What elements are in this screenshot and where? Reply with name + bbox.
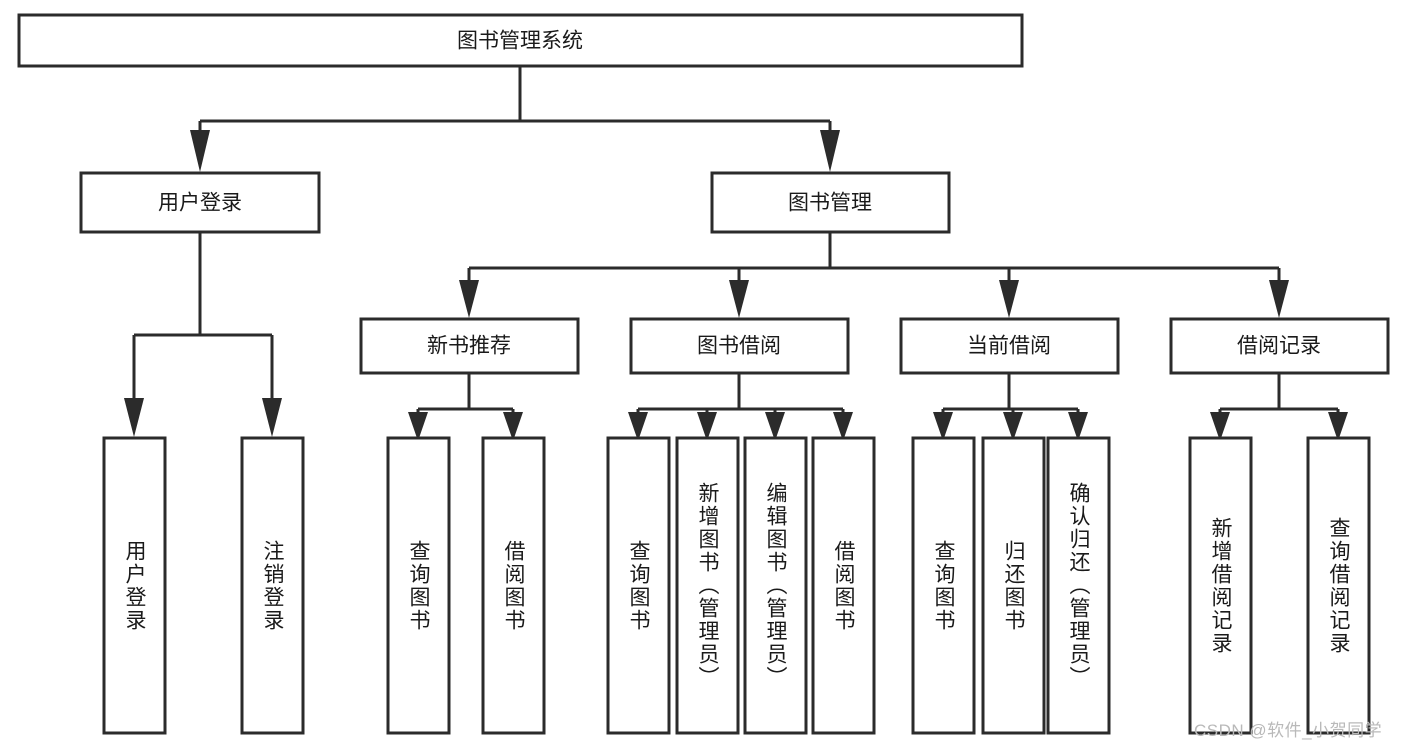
node-book-borrow-label: 图书借阅 bbox=[697, 335, 781, 358]
arrow-head-leaf-query-book-1 bbox=[408, 412, 428, 441]
node-user-login-label: 用户登录 bbox=[158, 192, 242, 215]
node-leaf-query-book-3-box[interactable] bbox=[911, 436, 976, 735]
node-book-management[interactable]: 图书管理 bbox=[710, 171, 951, 234]
arrow-head-leaf-return-book bbox=[1003, 412, 1023, 441]
node-new-book-recommend-label: 新书推荐 bbox=[427, 335, 511, 358]
node-leaf-add-book-box[interactable] bbox=[675, 436, 740, 735]
arrow-head-leaf-query-book-3 bbox=[933, 412, 953, 441]
node-layer: 图书管理系统 用户登录 图书管理 新书推荐 图书借阅 当前 bbox=[17, 13, 1390, 735]
node-current-borrow-label: 当前借阅 bbox=[967, 335, 1051, 358]
node-leaf-query-record-box[interactable] bbox=[1306, 436, 1371, 735]
arrow-head-leaf-borrow-book-2 bbox=[833, 412, 853, 441]
node-borrow-record-label: 借阅记录 bbox=[1237, 335, 1321, 358]
arrow-head-user-login bbox=[190, 130, 210, 172]
arrow-head-leaf-user-logout bbox=[262, 398, 282, 437]
arrow-head-leaf-query-record bbox=[1328, 412, 1348, 441]
node-leaf-add-record-box[interactable] bbox=[1188, 436, 1253, 735]
node-leaf-query-book-2-box[interactable] bbox=[606, 436, 671, 735]
node-book-borrow[interactable]: 图书借阅 bbox=[629, 317, 850, 375]
node-new-book-recommend[interactable]: 新书推荐 bbox=[359, 317, 580, 375]
arrow-head-current-borrow bbox=[999, 280, 1019, 318]
node-leaf-user-login-box[interactable] bbox=[102, 436, 167, 735]
node-borrow-record[interactable]: 借阅记录 bbox=[1169, 317, 1390, 375]
arrow-head-new-book-recommend bbox=[459, 280, 479, 318]
node-leaf-borrow-book-1-box[interactable] bbox=[481, 436, 546, 735]
node-leaf-query-book-1-box[interactable] bbox=[386, 436, 451, 735]
node-book-management-label: 图书管理 bbox=[788, 192, 872, 215]
connector-layer bbox=[124, 66, 1348, 441]
node-leaf-confirm-return-box[interactable] bbox=[1046, 436, 1111, 735]
node-leaf-user-logout-box[interactable] bbox=[240, 436, 305, 735]
watermark-text: CSDN @软件_小贺同学 bbox=[1194, 721, 1383, 740]
node-leaf-borrow-book-2-box[interactable] bbox=[811, 436, 876, 735]
node-user-login[interactable]: 用户登录 bbox=[79, 171, 321, 234]
arrow-head-leaf-borrow-book-1 bbox=[503, 412, 523, 441]
arrow-head-leaf-confirm-return bbox=[1068, 412, 1088, 441]
node-current-borrow[interactable]: 当前借阅 bbox=[899, 317, 1120, 375]
arrow-head-leaf-edit-book bbox=[765, 412, 785, 441]
node-leaf-edit-book-box[interactable] bbox=[743, 436, 808, 735]
arrow-head-leaf-user-login bbox=[124, 398, 144, 437]
node-leaf-return-book-box[interactable] bbox=[981, 436, 1046, 735]
node-root[interactable]: 图书管理系统 bbox=[17, 13, 1024, 68]
node-root-label: 图书管理系统 bbox=[457, 30, 583, 53]
arrow-head-leaf-add-record bbox=[1210, 412, 1230, 441]
arrow-head-book-borrow bbox=[729, 280, 749, 318]
arrow-head-leaf-query-book-2 bbox=[628, 412, 648, 441]
arrow-head-leaf-add-book bbox=[697, 412, 717, 441]
arrow-head-borrow-record bbox=[1269, 280, 1289, 318]
arrow-head-book-mgmt bbox=[820, 130, 840, 172]
